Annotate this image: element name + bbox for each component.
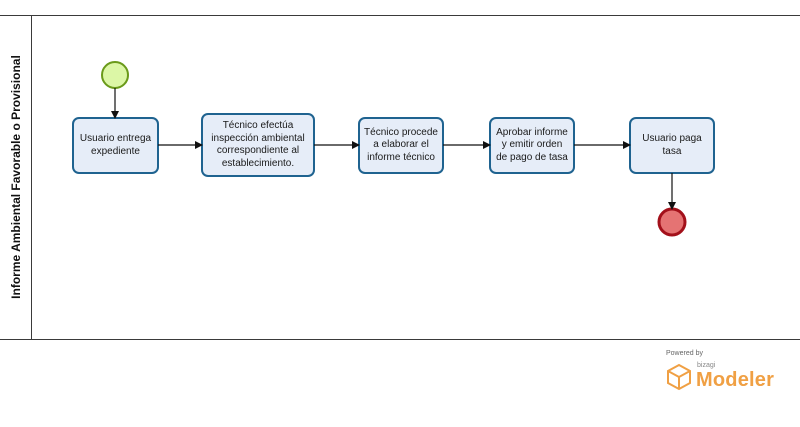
task-tecnico-elabora-informe[interactable]: Técnico procede a elaborar el informe té… <box>364 126 438 163</box>
pool <box>0 15 800 340</box>
task-usuario-paga-tasa[interactable]: Usuario paga tasa <box>642 133 702 157</box>
task-aprobar-informe[interactable]: Aprobar informe y emitir orden de pago d… <box>496 126 568 163</box>
end-event <box>657 207 687 237</box>
task-usuario-entrega-expediente[interactable]: Usuario entrega expediente <box>79 133 152 157</box>
vendor-label: bizagi <box>697 362 716 369</box>
powered-by-label: Powered by <box>666 350 703 357</box>
product-label: Modeler <box>696 369 775 391</box>
task-tecnico-efectua-inspeccion[interactable]: Técnico efectúa inspección ambiental cor… <box>211 120 305 169</box>
lane-header <box>0 15 32 340</box>
start-event <box>101 61 129 89</box>
